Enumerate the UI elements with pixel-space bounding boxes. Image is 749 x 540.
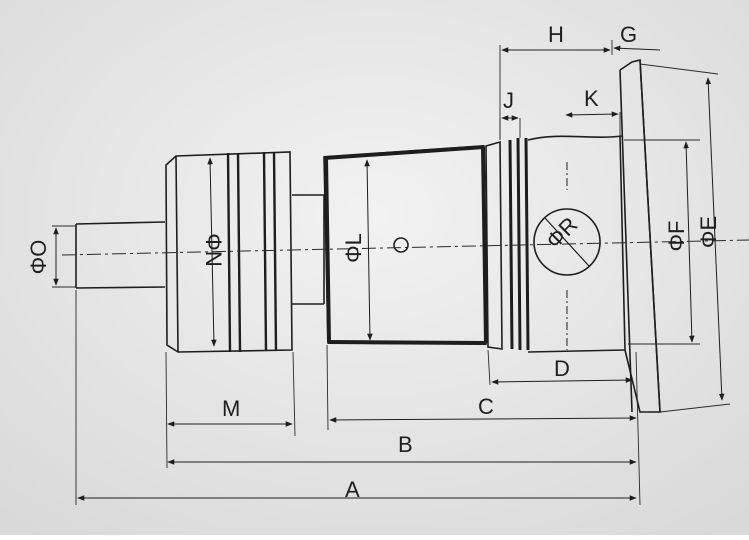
dimension-lines	[53, 45, 725, 501]
label-h: H	[548, 22, 564, 47]
label-g: G	[620, 22, 637, 47]
label-a: A	[345, 477, 360, 502]
dim-line-f	[683, 141, 695, 343]
label-k: K	[584, 86, 599, 111]
label-c: C	[478, 394, 494, 419]
dim-line-g	[613, 45, 661, 52]
label-f: ΦF	[664, 221, 689, 252]
main-body	[323, 145, 488, 345]
label-e: ΦE	[696, 216, 721, 248]
dim-line-n	[207, 157, 217, 347]
dim-line-k	[565, 111, 619, 118]
collar-rings	[485, 137, 530, 351]
label-n: ΦN	[201, 233, 226, 266]
label-j: J	[503, 88, 514, 113]
dim-line-c	[329, 415, 637, 423]
shank	[75, 221, 166, 289]
center-line	[61, 239, 749, 256]
label-o: ΦO	[26, 240, 51, 275]
dim-line-l	[364, 159, 373, 341]
label-m: M	[222, 396, 240, 421]
label-d: D	[554, 356, 570, 381]
label-b: B	[398, 432, 413, 457]
part-outline	[75, 58, 661, 413]
label-l: ΦL	[341, 233, 366, 263]
dim-line-d	[491, 377, 633, 385]
bore-circle-r	[533, 208, 601, 276]
dim-line-e	[705, 77, 725, 401]
center-hole	[393, 237, 409, 253]
extension-lines	[52, 40, 731, 506]
nut-body	[165, 151, 293, 353]
